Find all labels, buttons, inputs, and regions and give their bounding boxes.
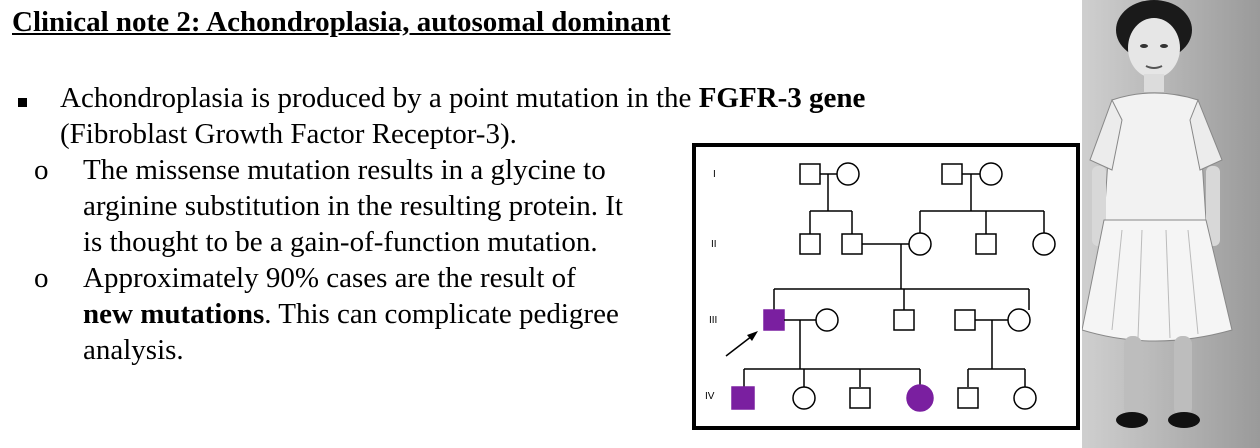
sub-bullet-2-line-2: new mutations. This can complicate pedig… bbox=[83, 296, 619, 332]
pedigree-male bbox=[954, 309, 976, 331]
generation-label-III: III bbox=[709, 315, 717, 326]
pedigree-male-affected bbox=[731, 386, 755, 410]
pedigree-female bbox=[815, 308, 839, 332]
circle-bullet-icon: o bbox=[34, 154, 49, 186]
pedigree-male bbox=[893, 309, 915, 331]
pedigree-female bbox=[792, 386, 816, 410]
circle-bullet-icon: o bbox=[34, 262, 49, 294]
generation-label-IV: IV bbox=[705, 391, 715, 402]
pedigree-female bbox=[1032, 232, 1056, 256]
pedigree-female bbox=[836, 162, 860, 186]
bullet-line-1: Achondroplasia is produced by a point mu… bbox=[60, 80, 865, 116]
pedigree-male bbox=[799, 163, 821, 185]
pedigree-male-affected bbox=[763, 309, 785, 331]
patient-photo bbox=[1082, 0, 1260, 448]
pedigree-female bbox=[979, 162, 1003, 186]
generation-label-II: II bbox=[711, 239, 717, 250]
sub-bullet-1-line-1: The missense mutation results in a glyci… bbox=[83, 154, 606, 186]
sub-bullet-2-line-3: analysis. bbox=[83, 334, 184, 366]
pedigree-male bbox=[957, 387, 979, 409]
pedigree-chart: I II III IV bbox=[692, 143, 1080, 430]
pedigree-female bbox=[1007, 308, 1031, 332]
pedigree-male bbox=[849, 387, 871, 409]
sub-bullet-1-line-2: arginine substitution in the resulting p… bbox=[83, 190, 623, 222]
page-title: Clinical note 2: Achondroplasia, autosom… bbox=[12, 6, 671, 38]
pedigree-male bbox=[975, 233, 997, 255]
pedigree-female-affected bbox=[906, 384, 934, 412]
sub-bullet-1-line-3: is thought to be a gain-of-function muta… bbox=[83, 226, 598, 258]
bullet-line-2: (Fibroblast Growth Factor Receptor-3). bbox=[60, 118, 517, 150]
text: . This can complicate pedigree bbox=[264, 298, 619, 330]
bold-text: new mutations bbox=[83, 298, 265, 330]
bullet-bold-text: FGFR-3 gene bbox=[698, 82, 866, 114]
pedigree-male bbox=[941, 163, 963, 185]
pedigree-male bbox=[841, 233, 863, 255]
pedigree-male bbox=[799, 233, 821, 255]
pedigree-frame bbox=[692, 143, 1080, 430]
bullet-text: Achondroplasia is produced by a point mu… bbox=[60, 82, 699, 114]
pedigree-female bbox=[1013, 386, 1037, 410]
generation-label-I: I bbox=[713, 169, 716, 180]
square-bullet-icon bbox=[18, 98, 27, 107]
proband-arrow-icon bbox=[725, 331, 758, 357]
pedigree-female bbox=[908, 232, 932, 256]
sub-bullet-2-line-1: Approximately 90% cases are the result o… bbox=[83, 262, 576, 294]
